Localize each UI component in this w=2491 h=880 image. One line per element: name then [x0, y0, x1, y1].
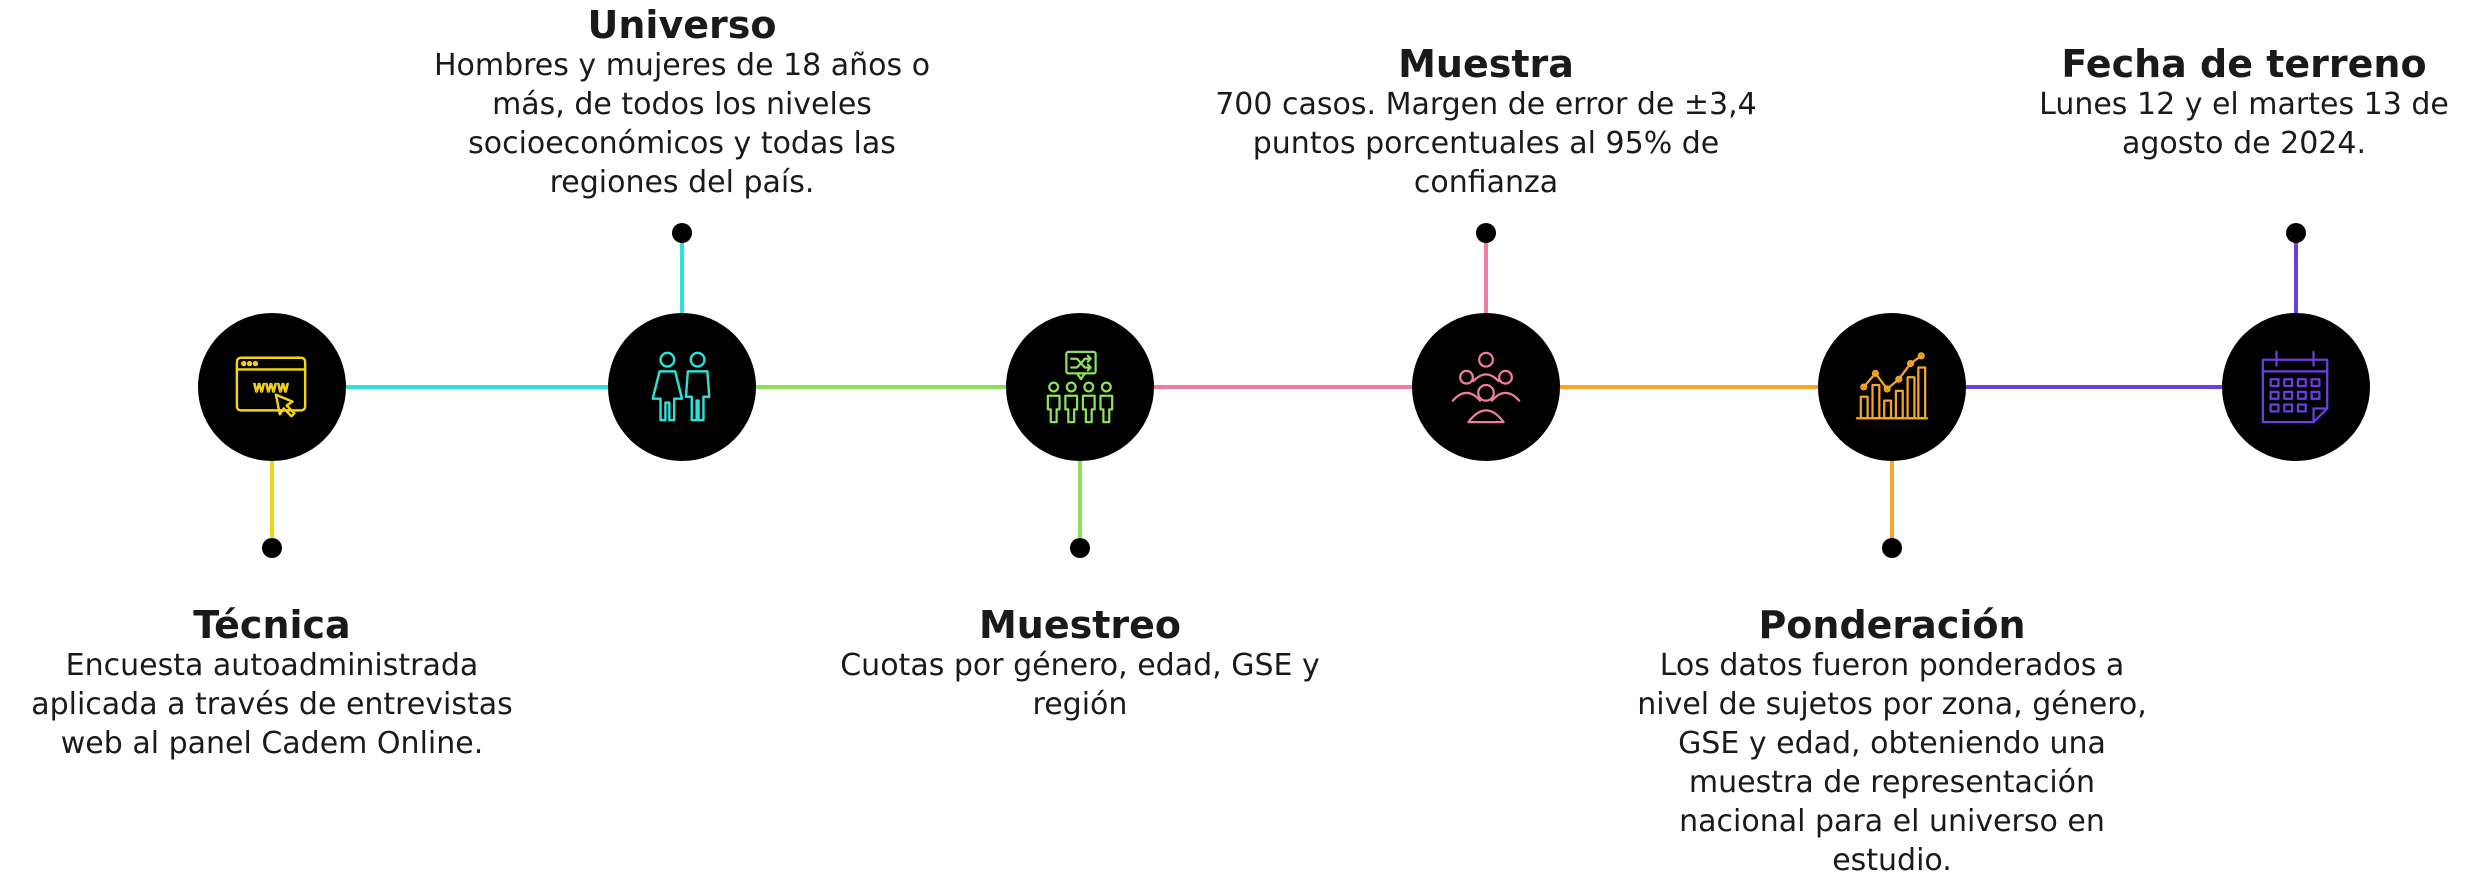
connector-4	[1486, 385, 1894, 389]
step-fecha-de-terreno: Fecha de terreno Lunes 12 y el martes 13…	[2006, 43, 2482, 163]
bar-line-chart-icon	[1855, 352, 1929, 420]
connector-2	[682, 385, 1022, 389]
step-description: Hombres y mujeres de 18 años o más, de t…	[433, 48, 931, 200]
step-description: Lunes 12 y el martes 13 de agosto de 202…	[2039, 87, 2449, 161]
endpoint-dot-6	[2286, 223, 2306, 243]
step-description: Los datos fueron ponderados a nivel de s…	[1637, 648, 2147, 878]
step-title: Muestreo	[978, 603, 1182, 647]
step-muestra: Muestra 700 casos. Margen de error de ±3…	[1206, 43, 1766, 202]
node-muestra	[1412, 313, 1560, 461]
node-muestreo	[1006, 313, 1154, 461]
connector-1	[272, 385, 612, 389]
step-title: Técnica	[193, 603, 351, 647]
step-title: Muestra	[1398, 42, 1574, 86]
svg-text:www: www	[253, 379, 289, 396]
endpoint-dot-2	[672, 223, 692, 243]
node-tecnica: www	[198, 313, 346, 461]
calendar-icon	[2261, 350, 2329, 424]
man-woman-icon	[651, 351, 711, 422]
web-browser-cursor-icon: www	[235, 356, 307, 418]
endpoint-dot-1	[262, 538, 282, 558]
step-description: 700 casos. Margen de error de ±3,4 punto…	[1215, 87, 1757, 200]
node-universo	[608, 313, 756, 461]
step-description: Cuotas por género, edad, GSE y región	[840, 648, 1320, 722]
stem-4	[1484, 233, 1488, 316]
endpoint-dot-3	[1070, 538, 1090, 558]
node-fecha-de-terreno	[2222, 313, 2370, 461]
connector-5	[1892, 385, 2296, 389]
connector-3	[1080, 385, 1488, 389]
stem-5	[1890, 460, 1894, 548]
step-title: Universo	[587, 3, 777, 47]
step-universo: Universo Hombres y mujeres de 18 años o …	[402, 4, 962, 202]
stem-6	[2294, 233, 2298, 316]
step-description: Encuesta autoadministrada aplicada a tra…	[31, 648, 513, 761]
node-ponderacion	[1818, 313, 1966, 461]
step-title: Fecha de terreno	[2061, 42, 2427, 86]
endpoint-dot-5	[1882, 538, 1902, 558]
stem-2	[680, 233, 684, 316]
step-muestreo: Muestreo Cuotas por género, edad, GSE y …	[800, 604, 1360, 724]
endpoint-dot-4	[1476, 223, 1496, 243]
stem-1	[270, 460, 274, 548]
step-ponderacion: Ponderación Los datos fueron ponderados …	[1612, 604, 2172, 880]
shuffle-people-icon	[1046, 350, 1114, 424]
step-tecnica: Técnica Encuesta autoadministrada aplica…	[0, 604, 552, 763]
step-title: Ponderación	[1758, 603, 2026, 647]
stem-3	[1078, 460, 1082, 548]
people-group-icon	[1451, 351, 1521, 424]
